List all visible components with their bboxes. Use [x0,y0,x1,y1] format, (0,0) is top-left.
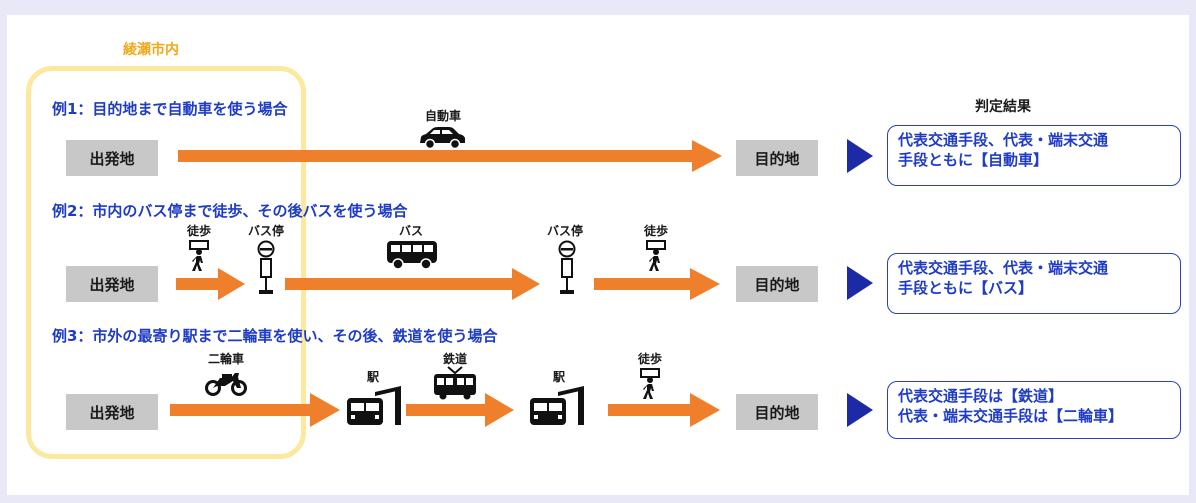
example3-rail-label: 鉄道 [442,352,468,366]
example3-result: 代表交通手段は【鉄道】 代表・端末交通手段は【二輪車】 [887,381,1181,439]
arrow-ex2-bus [285,268,540,300]
example3-walk-label: 徒歩 [637,352,663,366]
example3-station2-label: 駅 [552,370,566,384]
example2-result-arrow [847,266,873,300]
arrow-ex3-walk [608,393,720,427]
example3-destination: 目的地 [736,394,818,430]
city-label: 綾瀬市内 [123,42,179,58]
walk-icon [189,240,209,271]
example2-heading: 例2：市内のバス停まで徒歩、その後バスを使う場合 [52,202,408,220]
example3-motorcycle-label: 二輪車 [207,352,245,366]
example3-origin: 出発地 [66,394,158,430]
tram-icon [434,366,476,400]
walk-icon [640,368,660,399]
example2-result-line1: 代表交通手段、代表・端末交通 [898,259,1109,277]
example1-destination: 目的地 [736,140,818,176]
station-icon [347,386,401,425]
example1-result-arrow [847,139,873,173]
example2-busstop1-label: バス停 [247,224,285,238]
example3-result-arrow [847,393,873,427]
example3-result-line2: 代表・端末交通手段は【二輪車】 [898,407,1124,425]
example1-heading: 例1：目的地まで自動車を使う場合 [52,100,288,118]
example3-result-line1: 代表交通手段は【鉄道】 [898,387,1064,405]
example2-destination: 目的地 [736,266,818,302]
walk-icon [646,240,666,271]
example2-result: 代表交通手段、代表・端末交通 手段ともに【バス】 [887,253,1181,314]
motorcycle-icon [205,373,247,396]
example2-origin: 出発地 [66,266,158,302]
arrow-ex3-motorcycle [170,393,340,427]
example1-result-line1: 代表交通手段、代表・端末交通 [898,131,1109,149]
example2-result-line2: 手段ともに【バス】 [898,279,1034,297]
car-icon [420,127,465,150]
example1-car-label: 自動車 [424,109,462,123]
result-title: 判定結果 [975,99,1031,115]
arrow-ex3-rail [406,393,514,427]
arrow-ex1-car [178,140,722,172]
bus-stop-icon [257,240,275,294]
example2-walk-label: 徒歩 [186,224,212,238]
example2-walk2-label: 徒歩 [643,224,669,238]
example2-busstop2-label: バス停 [546,224,584,238]
station-icon [530,386,584,425]
arrow-ex2-walk [176,268,245,300]
bus-icon [387,241,437,270]
arrow-ex2-walk2 [594,268,720,300]
example1-result: 代表交通手段、代表・端末交通 手段ともに【自動車】 [887,125,1181,186]
city-boundary [26,66,306,459]
example2-bus-label: バス [398,224,424,238]
example1-origin: 出発地 [66,140,158,176]
bus-stop-icon [558,240,576,294]
example3-station1-label: 駅 [366,370,380,384]
example3-heading: 例3：市外の最寄り駅まで二輪車を使い、その後、鉄道を使う場合 [52,327,498,345]
example1-result-line2: 手段ともに【自動車】 [898,151,1049,169]
